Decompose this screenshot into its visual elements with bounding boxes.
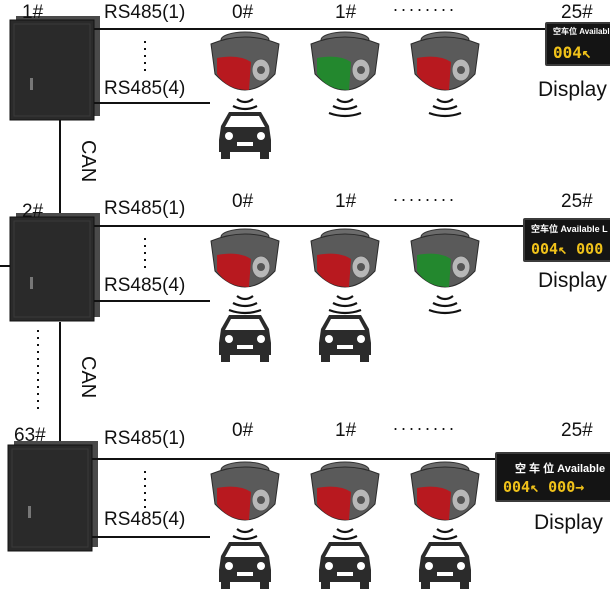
sound-wave-icon xyxy=(336,528,354,534)
controller-cabinet-2 xyxy=(9,213,100,322)
sound-wave-icon xyxy=(436,98,454,104)
parked-car-icon xyxy=(419,542,471,589)
parked-car-icon xyxy=(219,112,271,159)
controller-cabinet-3 xyxy=(7,441,98,552)
ultrasonic-sensor-3-2 xyxy=(310,461,380,548)
sound-wave-icon xyxy=(328,111,362,118)
sound-wave-icon xyxy=(432,105,458,111)
ultrasonic-sensor-1-2 xyxy=(310,31,380,118)
row-1 xyxy=(9,16,545,159)
parked-car-icon xyxy=(219,542,271,589)
sound-wave-icon xyxy=(236,295,254,301)
sound-wave-icon xyxy=(328,308,362,315)
sound-wave-icon xyxy=(232,535,258,541)
sound-wave-icon xyxy=(428,308,462,315)
ultrasonic-sensor-3-3 xyxy=(410,461,480,548)
sound-wave-icon xyxy=(232,302,258,308)
sound-wave-icon xyxy=(332,535,358,541)
sound-wave-icon xyxy=(436,295,454,301)
sound-wave-icon xyxy=(236,98,254,104)
sound-wave-icon xyxy=(332,105,358,111)
ultrasonic-sensor-3-1 xyxy=(210,461,280,548)
sound-wave-icon xyxy=(236,528,254,534)
ultrasonic-sensor-2-1 xyxy=(210,228,280,315)
ultrasonic-sensor-1-1 xyxy=(210,31,280,118)
sound-wave-icon xyxy=(232,105,258,111)
sound-wave-icon xyxy=(332,302,358,308)
row-2 xyxy=(9,213,545,362)
ultrasonic-sensor-2-3 xyxy=(410,228,480,315)
controller-cabinet-1 xyxy=(9,16,100,121)
parked-car-icon xyxy=(219,315,271,362)
sound-wave-icon xyxy=(428,111,462,118)
parked-car-icon xyxy=(319,315,371,362)
sound-wave-icon xyxy=(228,308,262,315)
parked-car-icon xyxy=(319,542,371,589)
sound-wave-icon xyxy=(432,302,458,308)
ultrasonic-sensor-1-3 xyxy=(410,31,480,118)
sound-wave-icon xyxy=(336,295,354,301)
sound-wave-icon xyxy=(436,528,454,534)
sound-wave-icon xyxy=(336,98,354,104)
ultrasonic-sensor-2-2 xyxy=(310,228,380,315)
row-3 xyxy=(7,441,545,589)
sound-wave-icon xyxy=(432,535,458,541)
